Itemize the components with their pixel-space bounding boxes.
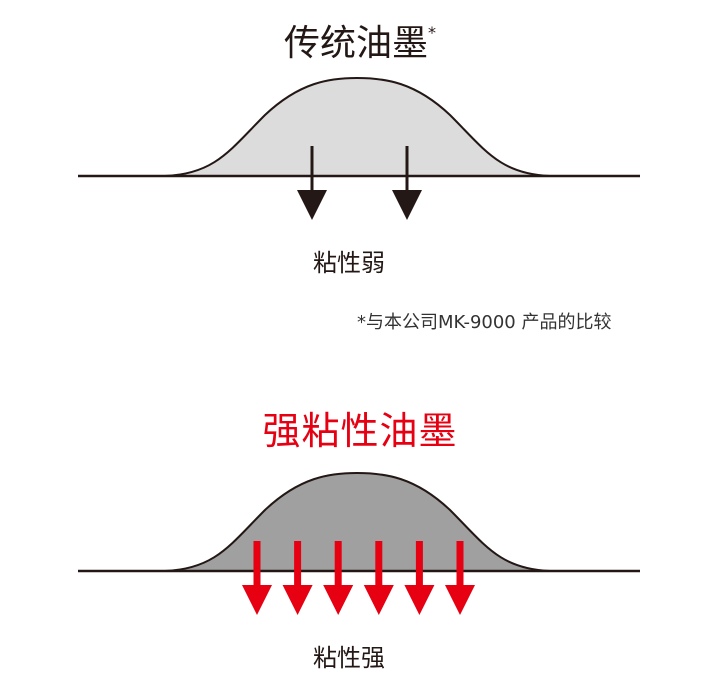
ink-bump — [164, 471, 551, 572]
down-arrow-icon — [297, 146, 327, 220]
title-text: 传统油墨 — [283, 23, 428, 64]
down-arrow-icon — [242, 541, 272, 615]
weak-adhesion-label: 粘性弱 — [313, 249, 385, 277]
down-arrow-icon — [363, 541, 394, 615]
ink-bump — [164, 76, 551, 177]
down-arrow-icon — [404, 541, 435, 615]
down-arrow-icon — [282, 541, 313, 615]
conventional-ink-title: 传统油墨* — [0, 14, 720, 66]
strong-adhesion-ink-title: 强粘性油墨 — [262, 409, 458, 453]
down-arrow-icon — [445, 541, 475, 615]
strong-adhesion-label: 粘性强 — [313, 644, 385, 672]
footnote-mark: * — [428, 23, 436, 42]
comparison-note: *与本公司MK-9000 产品的比较 — [357, 312, 612, 333]
conventional-ink-diagram — [78, 76, 640, 220]
down-arrow-icon — [392, 146, 422, 220]
strong-ink-diagram — [78, 471, 640, 615]
down-arrow-icon — [323, 541, 354, 615]
